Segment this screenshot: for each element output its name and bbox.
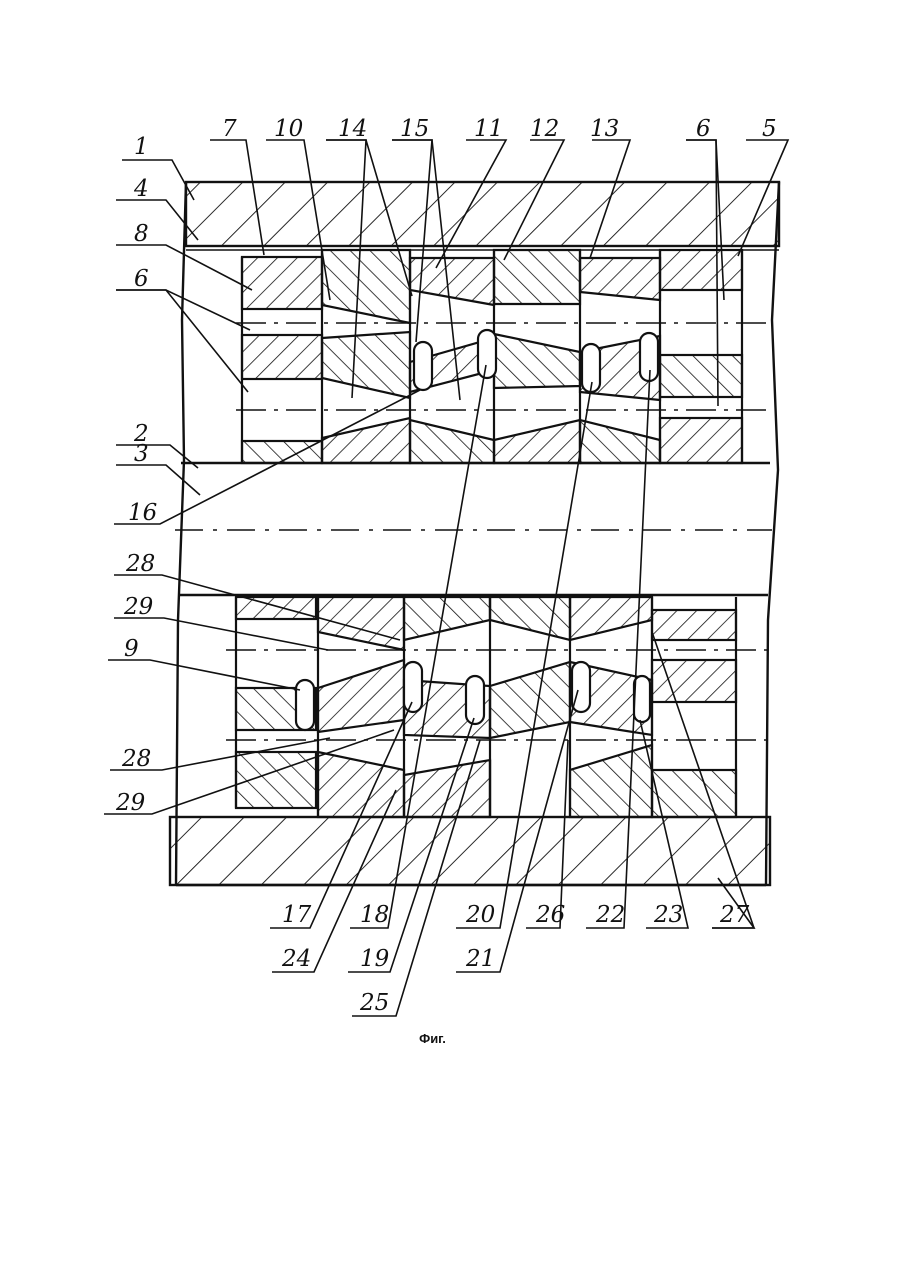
cone-disc-lower-b3: [404, 760, 490, 817]
cone-disc-lower-b1: [404, 597, 490, 640]
housing-right-edge: [766, 182, 779, 885]
label-14: 14: [338, 116, 367, 142]
label-18: 18: [360, 902, 389, 928]
cone-disc-upper-a3: [322, 418, 410, 463]
right-plate-lower-3: [652, 770, 736, 817]
label-13: 13: [590, 116, 619, 142]
cone-disc-upper-a1: [322, 250, 410, 323]
right-plate-upper-3: [660, 418, 742, 463]
cone-disc-lower-a2: [318, 660, 404, 732]
left-plate-upper-1: [242, 257, 322, 309]
cone-disc-upper-c2: [494, 334, 580, 388]
right-plate-upper-1: [660, 250, 742, 290]
label-22: 22: [595, 902, 625, 928]
label-27: 27: [719, 902, 750, 928]
label-17: 17: [282, 902, 312, 928]
roller-19: [466, 676, 484, 724]
roller-18: [478, 330, 496, 378]
label-9: 9: [124, 636, 139, 662]
cone-disc-upper-b3: [410, 420, 494, 463]
label-24: 24: [281, 946, 311, 972]
bottom-outer-ring: [170, 817, 770, 885]
label-21: 21: [465, 946, 495, 972]
shaft: [175, 463, 772, 595]
roller-22: [640, 333, 658, 381]
label-23: 23: [653, 902, 683, 928]
label-6-left: 6: [134, 266, 149, 292]
cone-disc-lower-a1: [318, 597, 404, 650]
figure-caption: Фиг.: [0, 1031, 865, 1046]
label-25: 25: [359, 990, 389, 1016]
roller-23: [634, 676, 650, 722]
label-3: 3: [134, 441, 149, 467]
housing-left-edge: [176, 182, 186, 885]
label-8: 8: [134, 221, 149, 247]
label-29-bottom: 29: [115, 790, 145, 816]
right-plate-lower-1: [652, 610, 736, 640]
label-12: 12: [530, 116, 559, 142]
cone-disc-lower-a3: [318, 752, 404, 817]
label-29-top: 29: [123, 594, 153, 620]
left-plate-upper-3: [242, 441, 322, 463]
label-16: 16: [128, 500, 157, 526]
label-28-top: 28: [125, 551, 155, 577]
label-7: 7: [222, 116, 237, 142]
label-1: 1: [134, 134, 149, 160]
left-plate-lower-1: [236, 597, 316, 619]
cone-disc-upper-c1: [494, 250, 580, 304]
cone-disc-lower-c2: [490, 662, 570, 738]
roller-9: [296, 680, 314, 730]
top-outer-ring: [186, 182, 779, 246]
label-11: 11: [474, 116, 503, 142]
label-28-bottom: 28: [121, 746, 151, 772]
left-plate-upper-2: [242, 335, 322, 379]
label-15: 15: [400, 116, 429, 142]
upper-assembly: [236, 250, 770, 463]
label-5: 5: [762, 116, 777, 142]
cone-disc-upper-d1: [580, 258, 660, 300]
label-4: 4: [133, 176, 149, 202]
label-6-right: 6: [696, 116, 711, 142]
cone-disc-lower-c1: [490, 597, 570, 640]
right-plate-upper-2: [660, 355, 742, 397]
roller-16: [414, 342, 432, 390]
label-20: 20: [465, 902, 495, 928]
cone-disc-upper-a2: [322, 332, 410, 398]
label-19: 19: [360, 946, 389, 972]
cone-disc-lower-d3: [570, 745, 652, 817]
cone-disc-upper-c3: [494, 420, 580, 463]
lower-assembly: [226, 597, 770, 817]
label-10: 10: [274, 116, 303, 142]
label-26: 26: [535, 902, 565, 928]
roller-17: [404, 662, 422, 712]
